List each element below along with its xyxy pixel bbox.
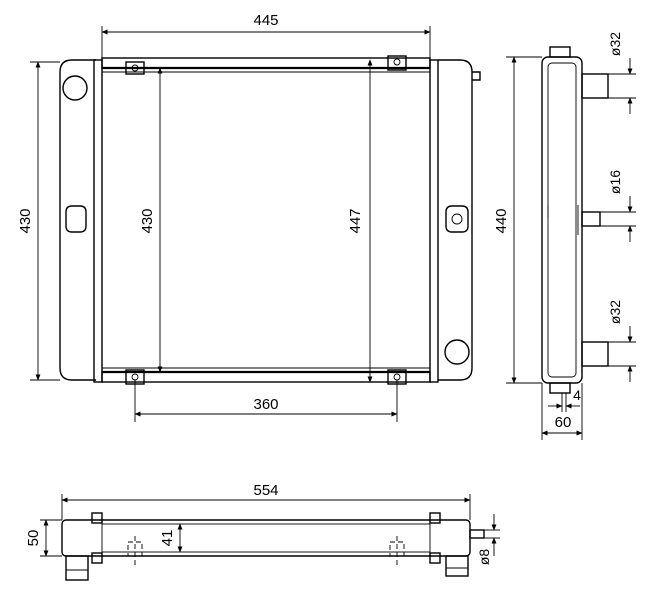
- left-tank: [59, 59, 96, 381]
- right-frame-rail: [429, 59, 439, 383]
- dim-label-pipe-bottom: ø32: [607, 300, 623, 324]
- bottom-nipple: [469, 529, 485, 539]
- dim-label-pipe-mid: ø16: [607, 170, 623, 194]
- side-bottom-tab: [549, 382, 571, 394]
- dim-label-440: 440: [493, 208, 510, 233]
- dim-label-41: 41: [159, 530, 176, 547]
- right-port-bottom: [444, 339, 470, 365]
- dim-label-430-left: 430: [17, 208, 34, 233]
- dim-label-554: 554: [253, 482, 278, 499]
- dim-label-pipe-top: ø32: [607, 32, 623, 56]
- dim-label-pipe-small: ø8: [476, 549, 492, 566]
- dim-label-430-inner: 430: [139, 208, 156, 233]
- left-port-top: [62, 75, 88, 101]
- front-view: 445 430 430 447 360: [17, 12, 481, 422]
- dim-label-depth: 60: [555, 414, 572, 431]
- left-mount-slot: [65, 205, 87, 233]
- bracket-top-left: [125, 61, 145, 75]
- pipe-top: [581, 73, 609, 99]
- bottom-view: 554 50 41 ø8: [25, 482, 500, 581]
- pipe-mid: [581, 211, 601, 227]
- dim-label-445: 445: [253, 12, 278, 29]
- top-strip: [101, 57, 431, 69]
- side-tank-inner: [547, 62, 577, 378]
- left-frame-rail: [93, 59, 103, 383]
- right-tank: [438, 59, 473, 381]
- bottom-pipe-left: [65, 555, 89, 581]
- bottom-strip: [101, 371, 431, 383]
- dim-label-50: 50: [25, 530, 42, 547]
- right-mount-slot: [445, 205, 469, 233]
- side-top-tab: [549, 46, 571, 58]
- bracket-top-right: [387, 55, 407, 71]
- dim-label-447: 447: [347, 208, 364, 233]
- bottom-pipe-right: [445, 555, 469, 577]
- bottom-body: [61, 519, 471, 557]
- right-tank-nipple: [472, 71, 481, 81]
- dim-label-360: 360: [253, 396, 278, 413]
- pipe-bottom: [581, 341, 609, 367]
- bottom-core: [101, 523, 431, 553]
- dim-label-gap: 4: [573, 387, 581, 403]
- side-view: ø32 ø16 ø32 440 4 60: [493, 32, 636, 440]
